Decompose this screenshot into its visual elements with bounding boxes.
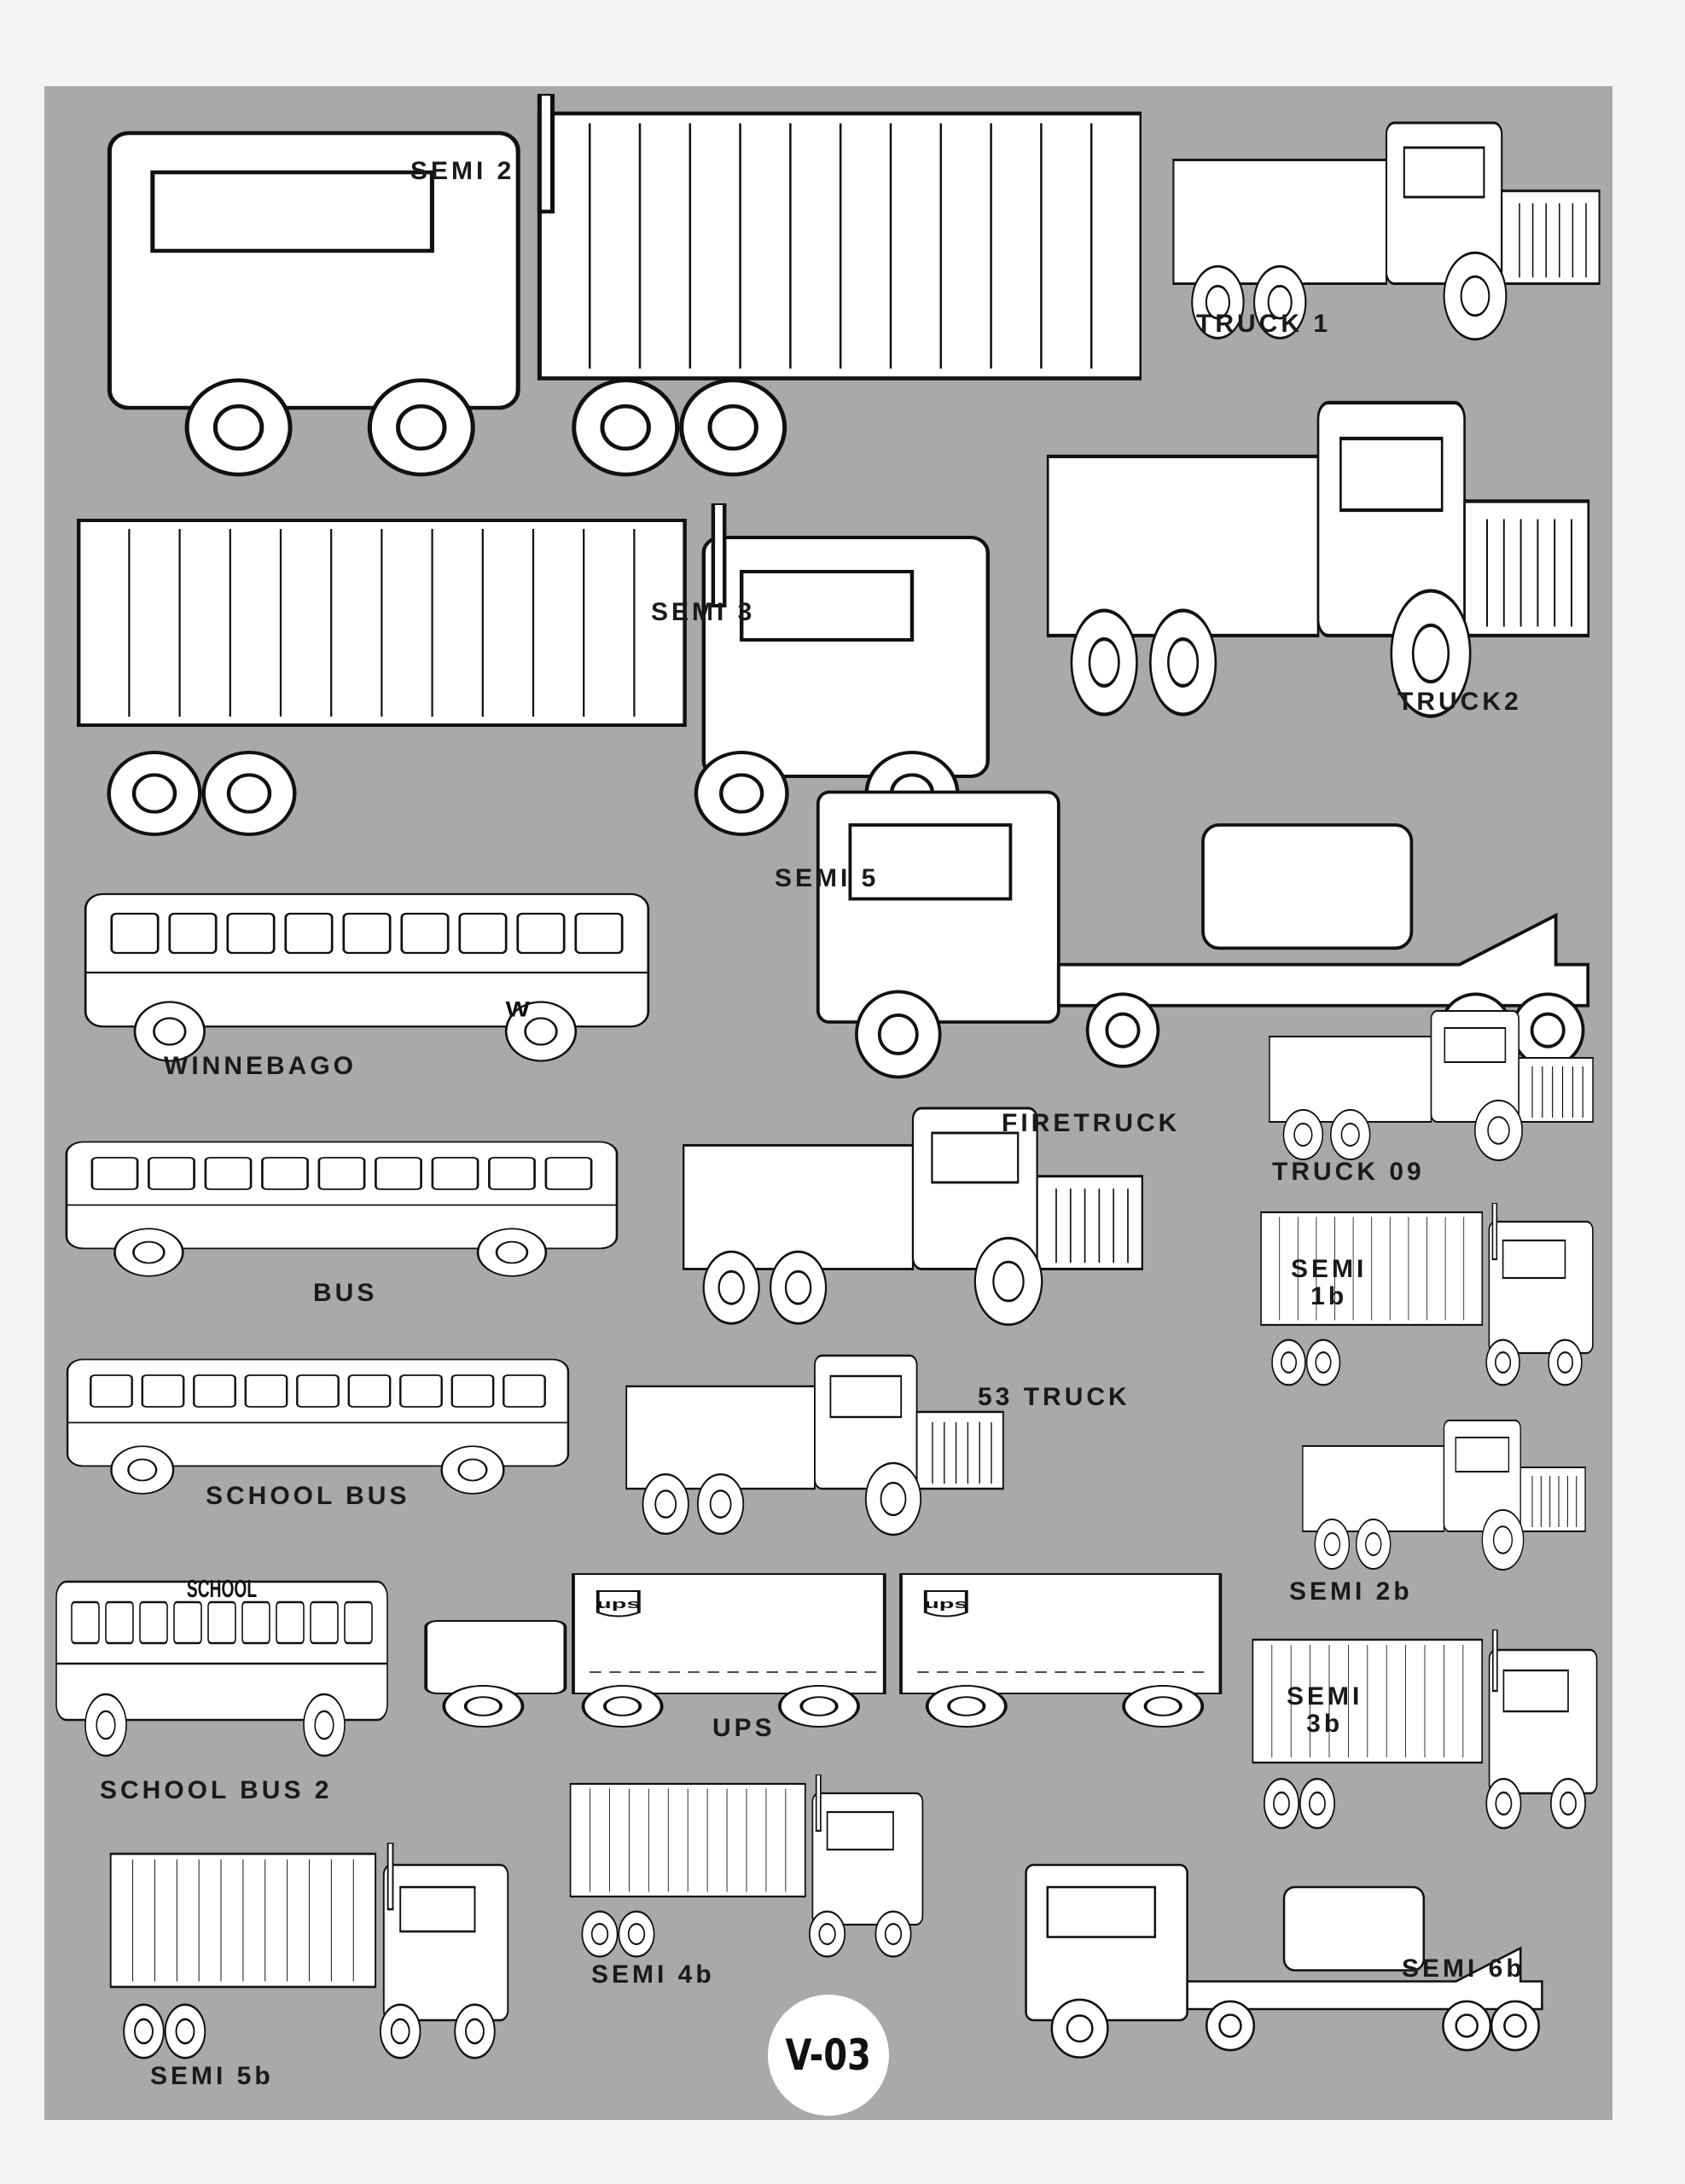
label-truck-09: TRUCK 09 bbox=[1272, 1158, 1425, 1186]
school-bus-illustration bbox=[60, 1344, 576, 1502]
truck-1-illustration bbox=[1165, 98, 1608, 346]
label-semi-6b: SEMI 6b bbox=[1402, 1955, 1525, 1983]
label-school-bus-2: SCHOOL BUS 2 bbox=[100, 1776, 333, 1804]
firetruck-illustration bbox=[674, 1083, 1152, 1331]
semi-6b-illustration bbox=[1015, 1843, 1553, 2065]
label-semi-5b: SEMI 5b bbox=[150, 2062, 274, 2090]
label-truck-1: TRUCK 1 bbox=[1196, 310, 1332, 338]
label-semi-2b: SEMI 2b bbox=[1289, 1577, 1413, 1606]
vehicle-text-ups-2: ups bbox=[924, 1596, 967, 1611]
label-53-truck: 53 TRUCK bbox=[978, 1383, 1130, 1411]
winnebago-illustration: W bbox=[77, 874, 657, 1071]
label-truck2: TRUCK2 bbox=[1397, 688, 1522, 716]
semi-2b-illustration bbox=[1297, 1403, 1591, 1574]
label-semi-3: SEMI 3 bbox=[651, 598, 756, 626]
semi-2-illustration bbox=[67, 94, 1142, 486]
truck-09-illustration bbox=[1263, 994, 1600, 1165]
label-semi-5: SEMI 5 bbox=[775, 864, 880, 892]
label-bus: BUS bbox=[313, 1279, 378, 1307]
label-semi-4b: SEMI 4b bbox=[591, 1960, 715, 1989]
label-semi-3b-line1: SEMI bbox=[1287, 1682, 1363, 1711]
pickup-53-illustration bbox=[619, 1335, 1011, 1540]
semi-5b-illustration bbox=[102, 1843, 516, 2065]
sheet-code-badge: V-03 bbox=[768, 1995, 889, 2116]
label-ups: UPS bbox=[712, 1714, 776, 1742]
label-winnebago: WINNEBAGO bbox=[164, 1052, 357, 1080]
semi-1b-illustration bbox=[1254, 1203, 1600, 1391]
semi-4b-illustration bbox=[563, 1774, 930, 1962]
sheet-code: V-03 bbox=[785, 2030, 872, 2080]
label-semi-2: SEMI 2 bbox=[410, 157, 515, 185]
label-semi-1b-line1: SEMI bbox=[1291, 1255, 1368, 1283]
vehicle-text: SCHOOL bbox=[187, 1576, 257, 1603]
label-firetruck: FIRETRUCK bbox=[1002, 1109, 1181, 1137]
bus-illustration bbox=[58, 1126, 625, 1284]
semi-3b-illustration bbox=[1246, 1629, 1604, 1834]
label-semi-3b-line2: 3b bbox=[1306, 1709, 1344, 1738]
label-school-bus: SCHOOL BUS bbox=[206, 1482, 410, 1510]
vehicle-text: W bbox=[506, 997, 531, 1021]
label-semi-1b-line2: 1b bbox=[1310, 1281, 1348, 1310]
school-bus-2-illustration: SCHOOL bbox=[51, 1561, 392, 1766]
ups-illustration: ups ups bbox=[410, 1565, 1229, 1736]
vehicle-text: ups bbox=[596, 1596, 640, 1611]
truck-2-illustration bbox=[1037, 367, 1600, 725]
semi-5-illustration bbox=[802, 759, 1604, 1088]
